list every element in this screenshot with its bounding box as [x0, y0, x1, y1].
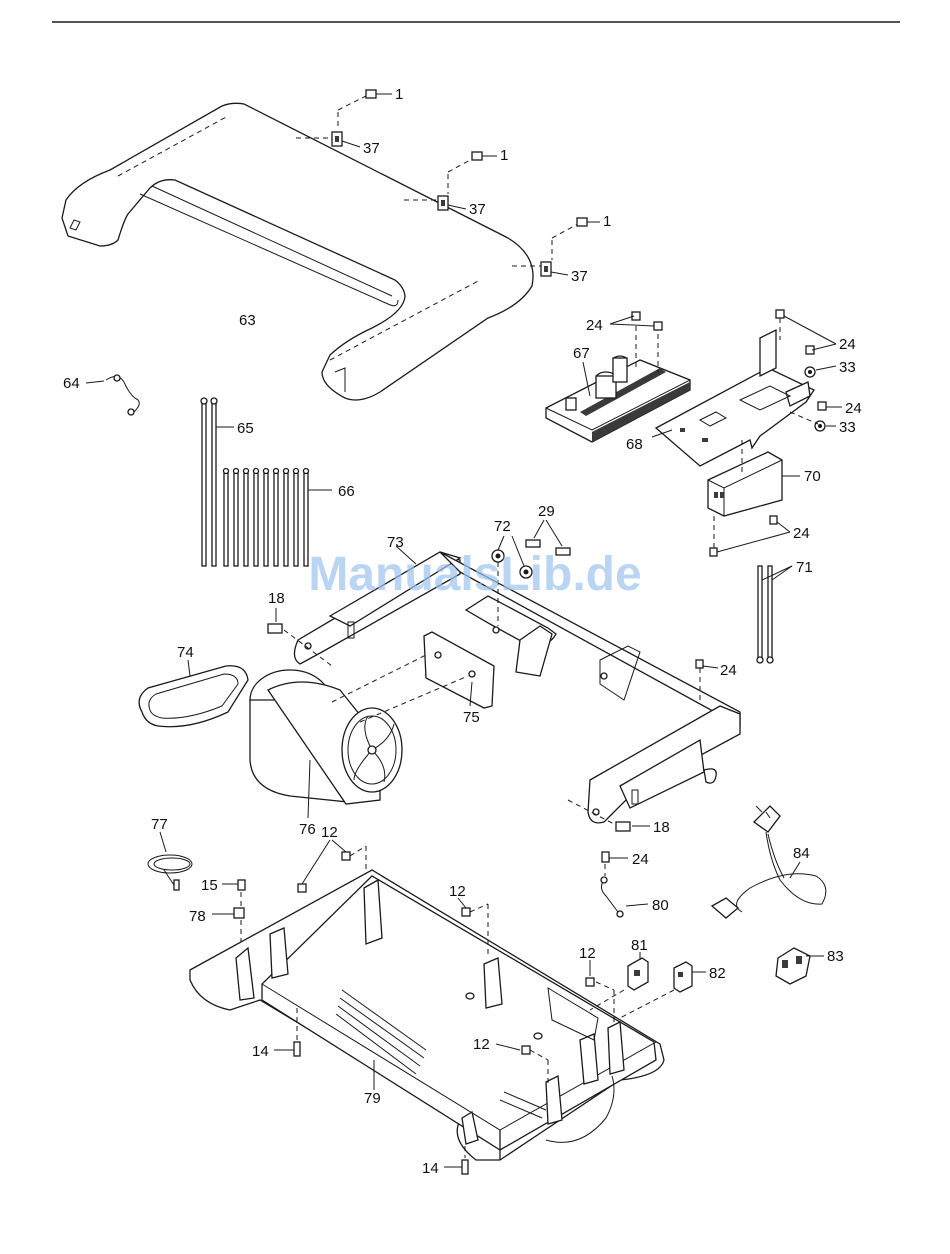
callout-81: 81	[631, 937, 648, 954]
ground-wire-part-64	[86, 375, 139, 415]
callout-68: 68	[626, 436, 643, 453]
drive-belt-part-74	[139, 660, 248, 727]
callout-33: 33	[839, 359, 856, 376]
callout-78: 78	[189, 908, 206, 925]
watermark: ManualsLib.de	[308, 548, 641, 601]
callout-14: 14	[252, 1043, 269, 1060]
sensor-cable-part-77	[148, 832, 192, 890]
callout-15: 15	[201, 877, 218, 894]
callout-71: 71	[796, 559, 813, 576]
callout-12: 12	[579, 945, 596, 962]
screw-part-24-c	[818, 402, 842, 410]
callout-18: 18	[268, 590, 285, 607]
callout-76: 76	[299, 821, 316, 838]
callout-1: 1	[603, 213, 611, 230]
screw-part-1-b	[448, 152, 497, 172]
callout-12: 12	[473, 1036, 490, 1053]
cable-tie-part-65	[201, 398, 234, 566]
callout-14: 14	[422, 1160, 439, 1177]
nut-part-33-a	[805, 366, 836, 377]
screw-part-1-c	[552, 218, 600, 238]
callout-65: 65	[237, 420, 254, 437]
callout-67: 67	[573, 345, 590, 362]
power-cord-part-84	[712, 806, 826, 918]
switch-part-81	[590, 952, 648, 1010]
screw-part-24-f	[602, 852, 628, 876]
callout-83: 83	[827, 948, 844, 965]
callout-37: 37	[363, 140, 380, 157]
callout-70: 70	[804, 468, 821, 485]
callout-1: 1	[395, 86, 403, 103]
nut-part-33-b	[790, 412, 836, 431]
motor-hood-part-63	[62, 103, 533, 400]
callout-79: 79	[364, 1090, 381, 1107]
callout-72: 72	[494, 518, 511, 535]
callout-73: 73	[387, 534, 404, 551]
callout-24: 24	[793, 525, 810, 542]
screw-part-14-b	[444, 1146, 468, 1174]
callout-84: 84	[793, 845, 810, 862]
key-switch-part-83	[776, 948, 824, 984]
callout-1: 1	[500, 147, 508, 164]
callout-66: 66	[338, 483, 355, 500]
base-pan-part-79	[190, 870, 664, 1160]
callout-24: 24	[632, 851, 649, 868]
callout-24: 24	[720, 662, 737, 679]
callout-74: 74	[177, 644, 194, 661]
screw-part-15	[222, 880, 245, 908]
callout-82: 82	[709, 965, 726, 982]
screw-part-24-d	[710, 516, 790, 556]
screw-part-1-a	[338, 90, 392, 110]
callout-75: 75	[463, 709, 480, 726]
clip-part-78	[212, 908, 244, 948]
callout-18: 18	[653, 819, 670, 836]
callout-24: 24	[839, 336, 856, 353]
callout-77: 77	[151, 816, 168, 833]
callout-29: 29	[538, 503, 555, 520]
callout-12: 12	[449, 883, 466, 900]
callout-80: 80	[652, 897, 669, 914]
ground-wire-part-80	[601, 877, 648, 917]
screw-part-24-b	[776, 310, 836, 354]
callout-63: 63	[239, 312, 256, 329]
callout-33: 33	[839, 419, 856, 436]
motor-bracket-part-75	[424, 632, 494, 708]
callout-37: 37	[571, 268, 588, 285]
callout-24: 24	[586, 317, 603, 334]
callout-64: 64	[63, 375, 80, 392]
callout-24: 24	[845, 400, 862, 417]
strap-part-71	[757, 566, 792, 663]
callout-37: 37	[469, 201, 486, 218]
callout-12: 12	[321, 824, 338, 841]
